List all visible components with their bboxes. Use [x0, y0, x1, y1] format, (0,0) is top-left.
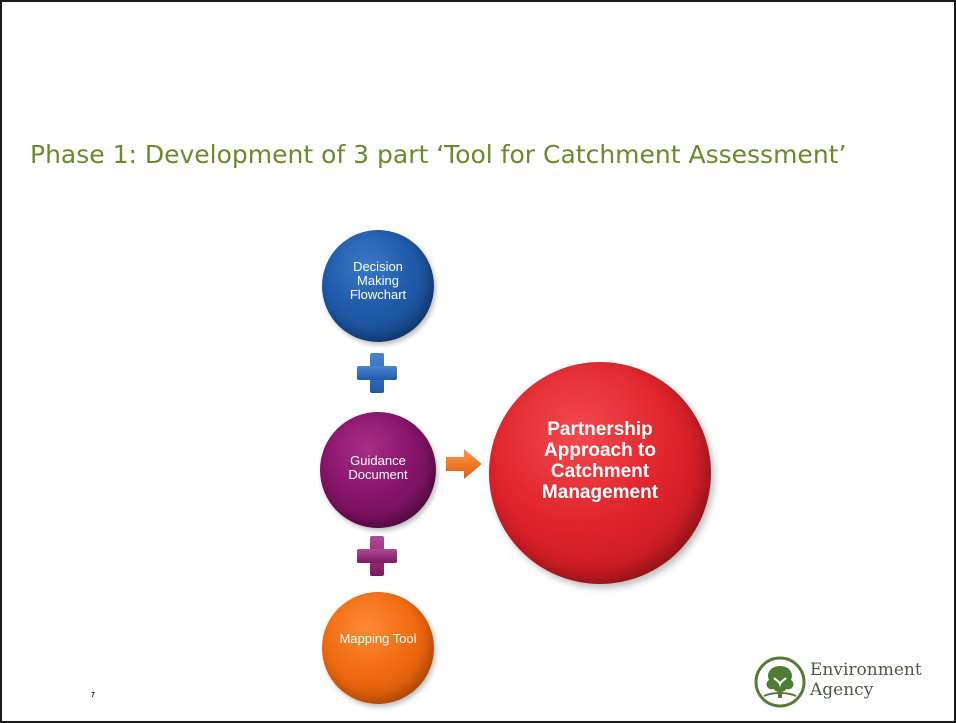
mapping-tool-circle: Mapping Tool [322, 592, 434, 704]
logo-line-2: Agency [810, 680, 874, 700]
tree-logo-icon [754, 656, 806, 708]
partnership-approach-label: Partnership Approach to Catchment Manage… [541, 419, 659, 503]
logo-line-1: Environment [810, 660, 922, 680]
slide-title: Phase 1: Development of 3 part ‘Tool for… [30, 140, 847, 169]
mapping-tool-label: Mapping Tool [339, 631, 417, 646]
logo-wordmark: Environment Agency [810, 660, 922, 700]
decision-making-flowchart-circle: Decision Making Flowchart [322, 230, 434, 342]
plus-icon [357, 536, 397, 576]
page-number: 7 [91, 692, 95, 699]
partnership-approach-circle: Partnership Approach to Catchment Manage… [489, 362, 711, 584]
guidance-document-label: Guidance Document [348, 453, 408, 482]
environment-agency-logo: Environment Agency [754, 656, 954, 712]
decision-making-flowchart-label: Decision Making Flowchart [349, 259, 407, 302]
right-arrow-icon [446, 449, 482, 479]
plus-icon [357, 353, 397, 393]
guidance-document-circle: Guidance Document [320, 412, 436, 528]
